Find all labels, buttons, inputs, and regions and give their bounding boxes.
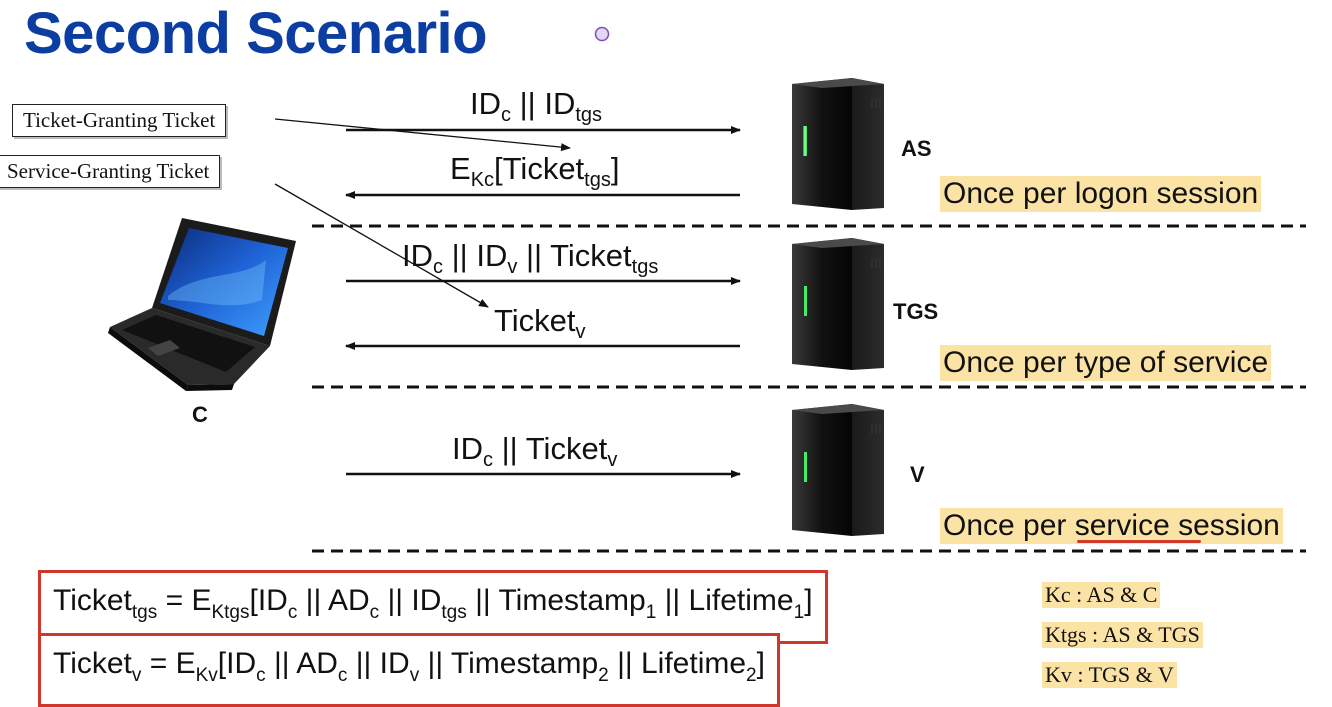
server-label-v: V [910, 462, 925, 487]
message-2: EKc[Tickettgs] [450, 151, 620, 191]
server-label-tgs: TGS [893, 299, 939, 324]
server-tgs-icon [792, 238, 884, 370]
server-label-as: AS [901, 136, 932, 161]
callout-service-granting: Service-Granting Ticket [0, 155, 221, 188]
server-as-icon [792, 78, 884, 210]
key-kc: Kc : AS & C [1042, 582, 1161, 608]
laptop-icon [108, 218, 296, 391]
frequency-service: Once per service session [940, 508, 1283, 544]
frequency-logon: Once per logon session [940, 176, 1262, 212]
message-1: IDc || IDtgs [470, 86, 603, 126]
message-arrows [345, 126, 741, 478]
message-5: IDc || Ticketv [452, 431, 618, 471]
server-v-icon [792, 404, 884, 536]
key-kv: Kv : TGS & V [1042, 662, 1177, 688]
callout-ticket-granting: Ticket-Granting Ticket [12, 104, 227, 137]
separator-lines [312, 224, 1306, 553]
message-3: IDc || IDv || Tickettgs [402, 238, 659, 278]
frequency-type: Once per type of service [940, 345, 1272, 381]
page-title: Second Scenario [24, 1, 488, 66]
diagram-canvas [108, 78, 1306, 553]
message-4: Ticketv [494, 303, 586, 343]
client-label: C [192, 402, 208, 427]
service-underline [1077, 540, 1201, 543]
key-ktgs: Ktgs : AS & TGS [1042, 622, 1203, 648]
bullet-icon [594, 26, 610, 42]
formula-ticket-tgs: Tickettgs = EKtgs[IDc || ADc || IDtgs ||… [38, 570, 828, 644]
formula-ticket-v: Ticketv = EKv[IDc || ADc || IDv || Times… [38, 633, 780, 707]
callout-pointers [274, 118, 571, 308]
